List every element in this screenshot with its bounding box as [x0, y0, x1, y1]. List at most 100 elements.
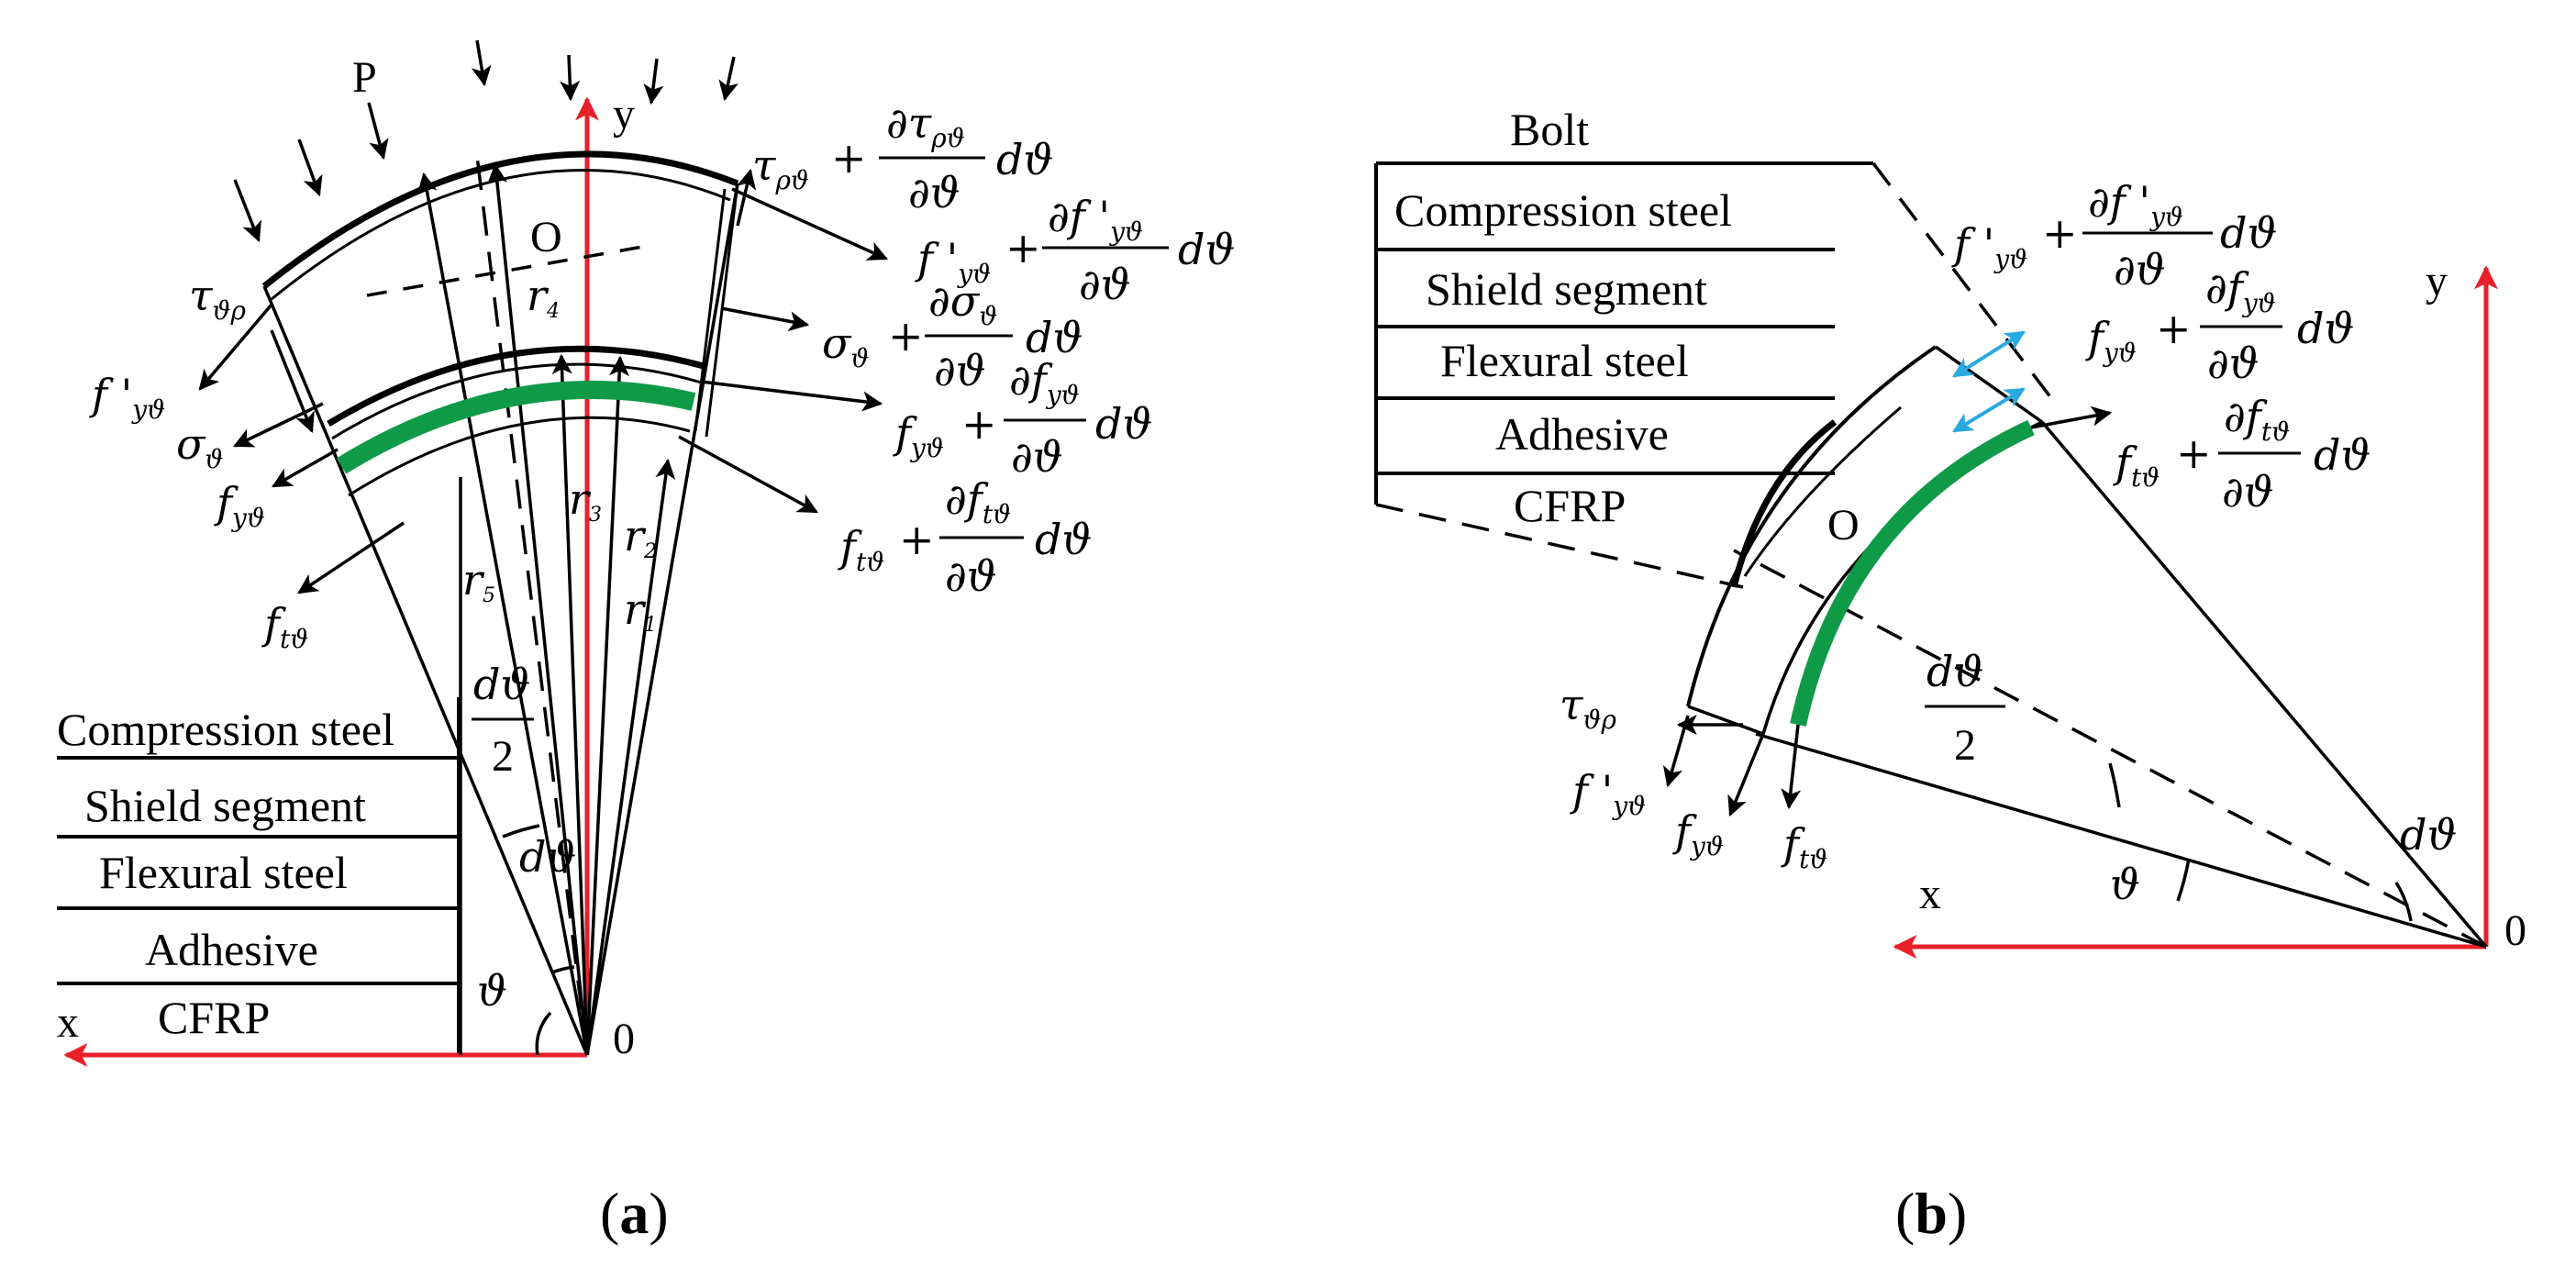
- segment-a: [261, 150, 739, 497]
- svg-text:∂f 'yϑ: ∂f 'yϑ: [1048, 192, 1143, 247]
- force-fy-left-b: fyϑ: [1672, 806, 1724, 861]
- svg-text:dϑ: dϑ: [1026, 313, 1083, 362]
- svg-text:f 'yϑ: f 'yϑ: [915, 234, 991, 289]
- blue-arrows-b: [1952, 330, 2026, 433]
- svg-text:f 'yϑ: f 'yϑ: [1951, 219, 2027, 274]
- force-ft-left-b: ftϑ: [1781, 819, 1827, 874]
- svg-text:fyϑ: fyϑ: [893, 408, 944, 463]
- force-tau-left-b: τϑρ: [1560, 680, 1616, 735]
- angle-arcs-b: [2108, 762, 2413, 922]
- legend-item-adhesive: Adhesive: [145, 924, 318, 975]
- expr-ft-right-b: ftϑ + ∂ftϑ ∂ϑ dϑ: [2113, 392, 2371, 516]
- angle-dtheta-a: dϑ: [519, 832, 576, 882]
- expr-fprime-right-b: f 'yϑ + ∂f 'yϑ ∂ϑ dϑ: [1951, 177, 2277, 294]
- radius-vectors-a: [416, 162, 676, 1056]
- left-force-arrows-a: [198, 303, 405, 594]
- half-angle-den-b: 2: [1954, 721, 1976, 770]
- legend-item-flexural-steel: Flexural steel: [99, 847, 348, 898]
- angle-arcs-a: [502, 824, 575, 1056]
- caption-a: (a): [600, 1181, 669, 1246]
- expr-fy-right-b: fyϑ + ∂fyϑ ∂ϑ dϑ: [2085, 263, 2354, 388]
- svg-text:∂ϑ: ∂ϑ: [908, 168, 960, 217]
- force-sigma-left-a: σϑ: [176, 419, 223, 474]
- svg-text:dϑ: dϑ: [2297, 304, 2354, 353]
- legend-item-adhesive-b: Adhesive: [1495, 408, 1669, 460]
- radius-labels-a: r4 r3 r2 r1 r5: [462, 271, 657, 637]
- force-tau-left-a: τϑρ: [189, 271, 246, 326]
- load-arrows-a: [233, 39, 738, 243]
- y-axis-label-b: y: [2426, 257, 2448, 305]
- center-label-a: O: [530, 213, 562, 261]
- cfrp-layer-b: [1790, 419, 2035, 727]
- origin-label-a: 0: [613, 1015, 635, 1063]
- left-force-arrows-b: [1662, 405, 2113, 817]
- legend-item-cfrp-b: CFRP: [1514, 480, 1626, 531]
- svg-text:∂ϑ: ∂ϑ: [2114, 245, 2166, 294]
- svg-text:+: +: [831, 133, 867, 183]
- legend-item-shield-segment-b: Shield segment: [1426, 263, 1707, 315]
- svg-text:r3: r3: [569, 474, 602, 527]
- panel-b: Bolt Compression steel Shield segment Fl…: [1374, 104, 2526, 1246]
- svg-text:dϑ: dϑ: [2220, 208, 2277, 258]
- svg-text:dϑ: dϑ: [996, 135, 1053, 184]
- force-fy-left-a: fyϑ: [214, 478, 265, 533]
- angle-theta-a: ϑ: [477, 966, 507, 1016]
- svg-text:r1: r1: [624, 584, 657, 637]
- right-force-arrows-a: [678, 168, 889, 514]
- panel-a: Compression steel Shield segment Flexura…: [57, 39, 1235, 1246]
- svg-text:∂fyϑ: ∂fyϑ: [1009, 355, 1080, 410]
- svg-text:∂ϑ: ∂ϑ: [934, 346, 986, 395]
- svg-text:∂f 'yϑ: ∂f 'yϑ: [2088, 177, 2183, 232]
- angle-theta-b: ϑ: [2110, 860, 2140, 909]
- expr-sigma-right-a: σϑ + ∂σϑ ∂ϑ dϑ: [822, 276, 1083, 395]
- expr-ft-right-a: ftϑ + ∂ftϑ ∂ϑ dϑ: [838, 474, 1092, 601]
- legend-table-b: [1374, 161, 1873, 505]
- svg-text:dϑ: dϑ: [1095, 399, 1152, 449]
- svg-text:∂σϑ: ∂σϑ: [928, 276, 997, 331]
- half-angle-num-a: dϑ: [473, 660, 530, 709]
- segment-b: [1686, 345, 2044, 736]
- svg-text:+: +: [2156, 304, 2192, 353]
- svg-text:+: +: [888, 311, 924, 361]
- cfrp-layer-a: [336, 380, 696, 474]
- svg-text:∂τρϑ: ∂τρϑ: [886, 98, 965, 153]
- legend-table-a: [57, 697, 461, 1055]
- svg-text:∂ϑ: ∂ϑ: [1079, 260, 1131, 309]
- svg-text:∂ϑ: ∂ϑ: [945, 551, 997, 601]
- svg-text:ftϑ: ftϑ: [838, 522, 884, 577]
- legend-item-cfrp: CFRP: [158, 992, 270, 1043]
- svg-text:dϑ: dϑ: [1035, 515, 1092, 564]
- force-fprime-left-b: f 'yϑ: [1570, 766, 1646, 821]
- force-ft-left-a: ftϑ: [261, 599, 308, 654]
- force-fprime-left-a: f 'yϑ: [89, 370, 165, 425]
- svg-text:∂fyϑ: ∂fyϑ: [2205, 263, 2276, 318]
- svg-text:r5: r5: [462, 555, 495, 607]
- legend-item-compression-steel: Compression steel: [57, 704, 394, 755]
- svg-text:+: +: [961, 399, 997, 449]
- load-label-p: P: [352, 53, 377, 102]
- svg-text:σϑ: σϑ: [822, 318, 869, 373]
- svg-text:∂ftϑ: ∂ftϑ: [2224, 392, 2290, 447]
- half-angle-num-b: dϑ: [1926, 647, 1983, 696]
- sector-rays-a: [262, 155, 739, 1056]
- svg-text:r2: r2: [624, 511, 657, 563]
- svg-text:dϑ: dϑ: [2314, 430, 2371, 480]
- svg-text:∂ϑ: ∂ϑ: [2222, 467, 2274, 516]
- expr-fy-right-a: fyϑ + ∂fyϑ ∂ϑ dϑ: [893, 355, 1152, 482]
- center-label-b: O: [1827, 501, 1860, 550]
- origin-label-b: 0: [2504, 906, 2526, 955]
- half-angle-den-a: 2: [492, 732, 514, 781]
- svg-text:τρϑ: τρϑ: [752, 140, 809, 195]
- svg-text:+: +: [899, 515, 935, 564]
- y-axis-label-a: y: [613, 90, 635, 139]
- sector-rays-b: [1755, 420, 2488, 949]
- caption-b: (b): [1895, 1181, 1967, 1246]
- x-axis-label-b: x: [1919, 870, 1941, 918]
- x-axis-label-a: x: [57, 998, 79, 1047]
- svg-text:∂ftϑ: ∂ftϑ: [945, 474, 1011, 529]
- svg-text:+: +: [1005, 223, 1041, 272]
- legend-item-shield-segment: Shield segment: [84, 780, 366, 831]
- expr-fprime-right-a: f 'yϑ + ∂f 'yϑ ∂ϑ dϑ: [915, 192, 1235, 309]
- legend-item-bolt: Bolt: [1510, 104, 1589, 155]
